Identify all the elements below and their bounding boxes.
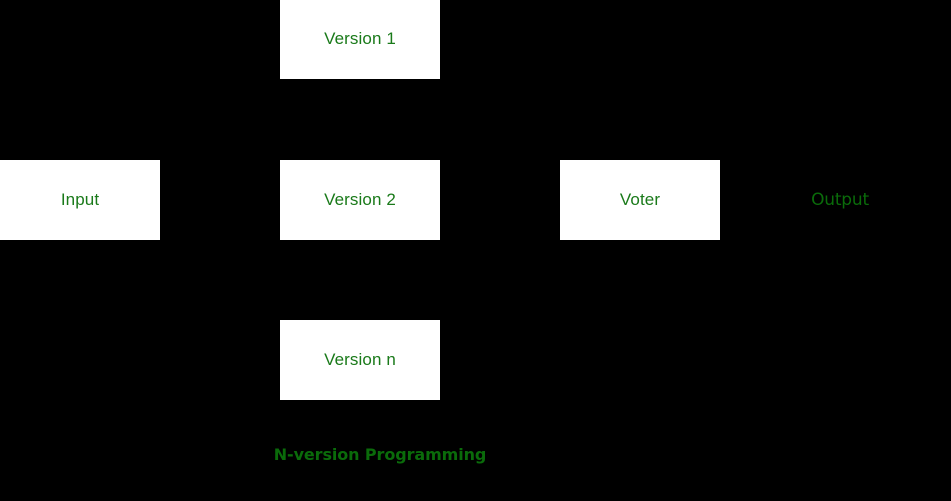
edge-version-n-to-voter [440, 199, 560, 361]
node-input-label: Input [60, 189, 100, 209]
node-voter-label: Voter [619, 189, 661, 209]
edge-input-to-version-n [160, 199, 280, 361]
label-output: Output [790, 183, 890, 217]
node-version-1: Version 1 [280, 0, 440, 79]
diagram-caption: N-version Programming [274, 442, 487, 468]
node-input: Input [0, 160, 160, 240]
node-version-n: Version n [280, 320, 440, 400]
node-version-n-label: Version n [324, 349, 396, 369]
label-output-text: Output [811, 189, 869, 210]
edge-version-1-to-voter [440, 39, 560, 201]
node-version-2: Version 2 [280, 160, 440, 240]
edge-input-to-version-1 [160, 39, 280, 201]
node-version-1-label: Version 1 [324, 29, 396, 49]
diagram-caption-text: N-version Programming [273, 445, 487, 465]
node-version-2-label: Version 2 [324, 189, 396, 209]
node-voter: Voter [560, 160, 720, 240]
